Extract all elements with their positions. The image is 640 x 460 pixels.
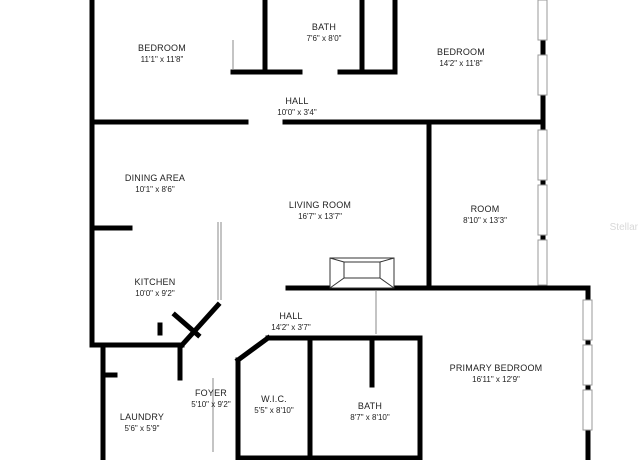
room-dimensions: 5'10" x 9'2" bbox=[191, 400, 231, 409]
room-label-hall-lower: HALL 14'2" x 3'7" bbox=[271, 311, 310, 333]
room-dimensions: 14'2" x 11'8" bbox=[439, 59, 483, 68]
room-label-hall-upper: HALL 10'0" x 3'4" bbox=[277, 96, 316, 118]
room-dimensions: 5'5" x 8'10" bbox=[254, 406, 294, 415]
door-lines bbox=[212, 40, 377, 452]
room-label-room: ROOM 8'10" x 13'3" bbox=[463, 204, 507, 226]
walls bbox=[89, 0, 591, 460]
room-name: KITCHEN bbox=[134, 277, 176, 287]
room-name: LAUNDRY bbox=[119, 412, 165, 422]
room-name: FOYER bbox=[194, 388, 227, 398]
windows bbox=[537, 0, 593, 431]
room-dimensions: 10'0" x 9'2" bbox=[135, 289, 175, 298]
room-name: W.I.C. bbox=[261, 394, 287, 404]
room-label-bath-2: BATH 8'7" x 8'10" bbox=[350, 401, 389, 423]
room-name: BATH bbox=[311, 22, 337, 32]
room-name: HALL bbox=[279, 311, 303, 321]
room-dimensions: 5'6" x 5'9" bbox=[124, 424, 160, 433]
room-label-primary-bedroom: PRIMARY BEDROOM 16'11" x 12'9" bbox=[450, 363, 543, 385]
room-name: PRIMARY BEDROOM bbox=[449, 363, 543, 373]
room-name: ROOM bbox=[470, 204, 500, 214]
room-dimensions: 11'1" x 11'8" bbox=[140, 55, 184, 64]
room-dimensions: 10'0" x 3'4" bbox=[277, 108, 317, 117]
watermark: Stellar bbox=[609, 222, 638, 233]
room-dimensions: 10'1" x 8'6" bbox=[135, 185, 175, 194]
fireplace-icon bbox=[329, 257, 395, 289]
room-name: BATH bbox=[357, 401, 383, 411]
room-dimensions: 16'7" x 13'7" bbox=[298, 212, 342, 221]
room-dimensions: 8'7" x 8'10" bbox=[350, 413, 390, 422]
room-name: BEDROOM bbox=[437, 47, 485, 57]
room-name: DINING AREA bbox=[124, 173, 186, 183]
room-dimensions: 16'11" x 12'9" bbox=[472, 375, 520, 384]
room-label-bedroom-1: BEDROOM 11'1" x 11'8" bbox=[138, 43, 186, 65]
room-label-laundry: LAUNDRY 5'6" x 5'9" bbox=[120, 412, 164, 434]
room-dimensions: 14'2" x 3'7" bbox=[271, 323, 311, 332]
room-label-bath-1: BATH 7'6" x 8'0" bbox=[307, 22, 342, 44]
room-label-foyer: FOYER 5'10" x 9'2" bbox=[191, 388, 230, 410]
room-label-wic: W.I.C. 5'5" x 8'10" bbox=[254, 394, 293, 416]
room-name: BEDROOM bbox=[138, 43, 186, 53]
room-label-dining-area: DINING AREA 10'1" x 8'6" bbox=[125, 173, 185, 195]
room-name: HALL bbox=[285, 96, 309, 106]
room-label-kitchen: KITCHEN 10'0" x 9'2" bbox=[135, 277, 176, 299]
room-dimensions: 7'6" x 8'0" bbox=[306, 34, 342, 43]
room-label-living-room: LIVING ROOM 16'7" x 13'7" bbox=[289, 200, 351, 222]
room-dimensions: 8'10" x 13'3" bbox=[463, 216, 507, 225]
room-name: LIVING ROOM bbox=[288, 200, 352, 210]
room-label-bedroom-2: BEDROOM 14'2" x 11'8" bbox=[437, 47, 485, 69]
